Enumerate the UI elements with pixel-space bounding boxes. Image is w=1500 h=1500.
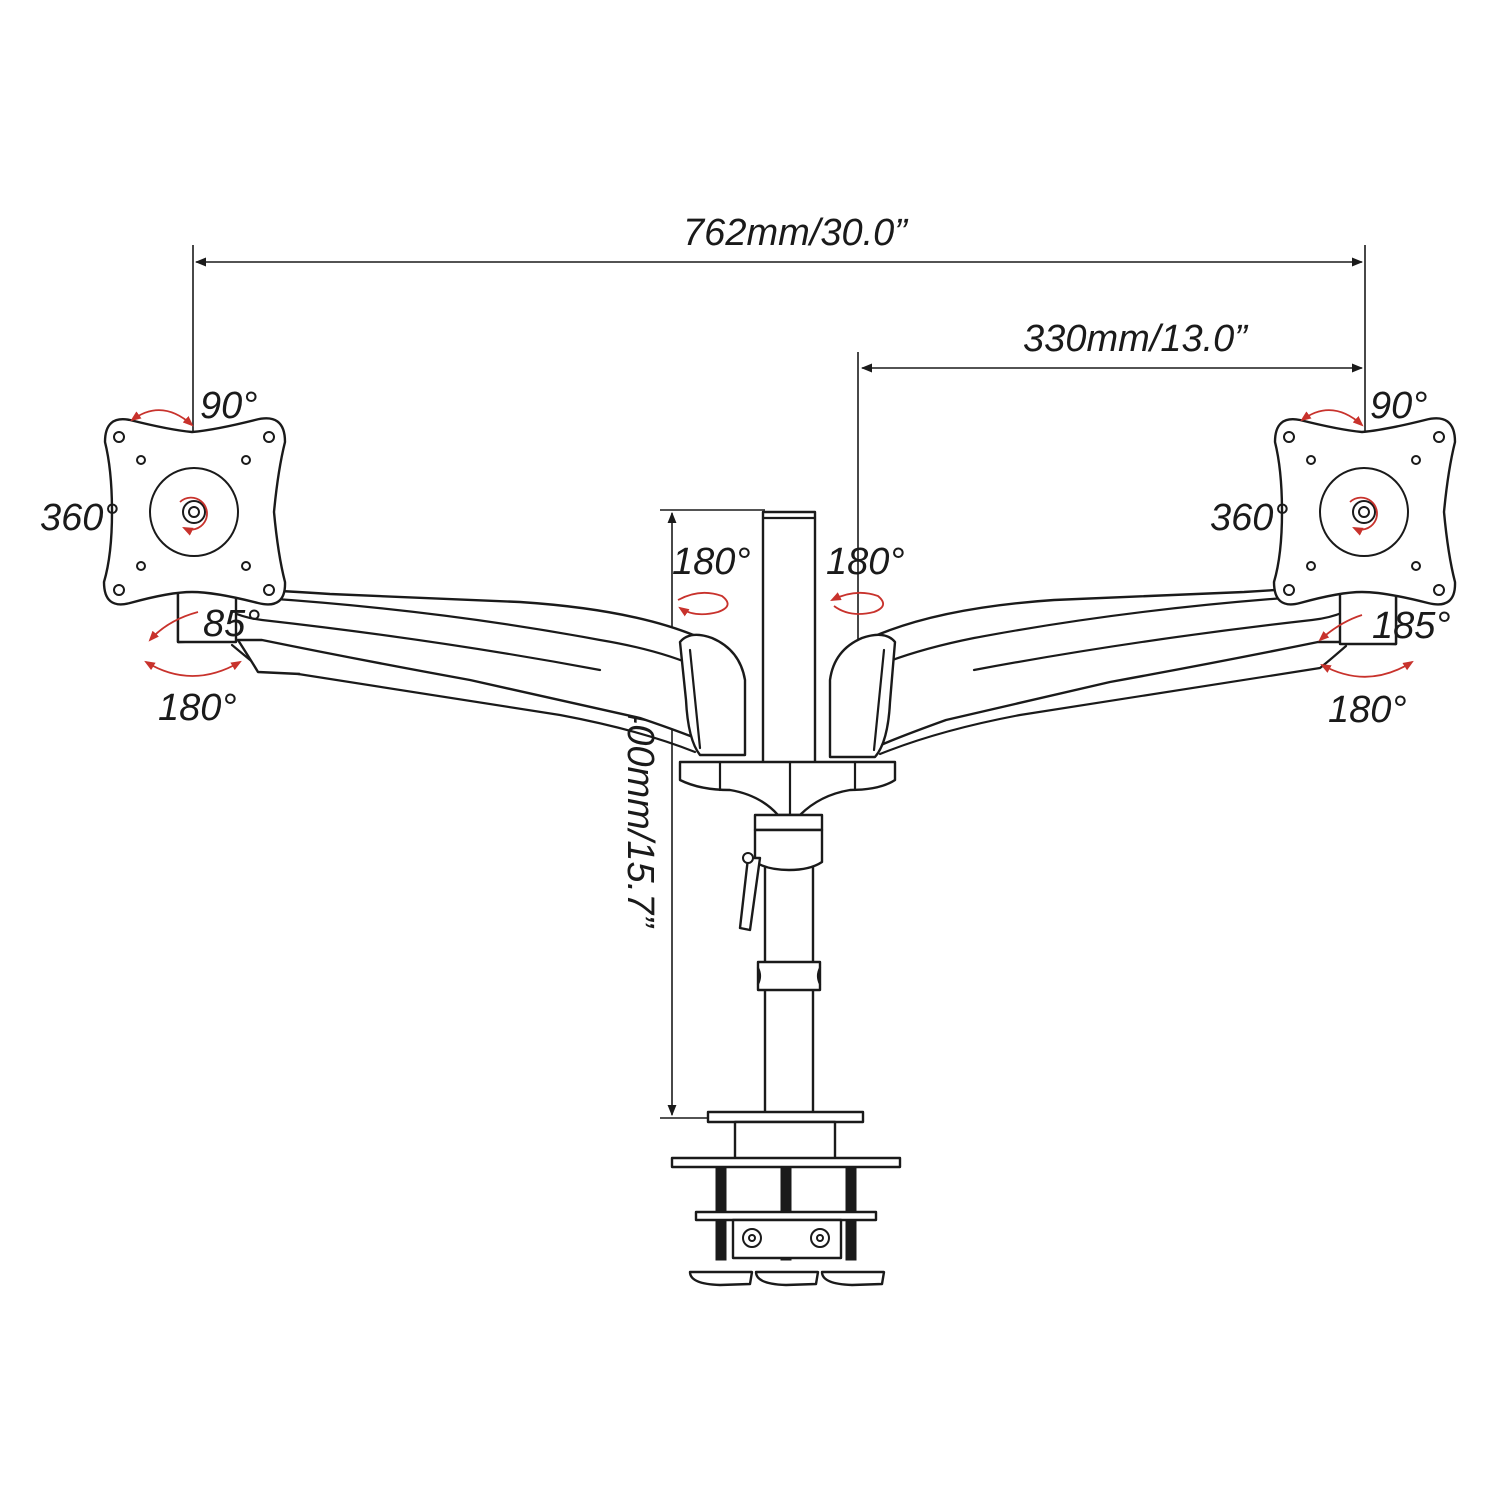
desk-clamp: [670, 1110, 902, 1287]
right-swivel-arrow: [1320, 660, 1414, 678]
rotation-arrows: [130, 409, 1414, 678]
left-bracket-label: 85°: [203, 603, 260, 645]
left-rotate-label: 360°: [40, 497, 119, 539]
arm-reach-label: 330mm/13.0”: [1023, 318, 1249, 360]
right-tilt-arrow: [1300, 409, 1364, 427]
right-bracket-label: 185°: [1372, 605, 1451, 647]
left-bracket-arrow: [148, 611, 199, 642]
right-arm-pivot-label: 180°: [826, 541, 905, 583]
left-vesa-plate: [102, 417, 287, 606]
left-pivot-arrow: [677, 591, 729, 617]
right-tilt-label: 90°: [1370, 385, 1427, 427]
left-arm-pivot-label: 180°: [672, 541, 751, 583]
right-rotate-arrow: [1349, 496, 1378, 536]
left-tilt-label: 90°: [200, 385, 257, 427]
right-bracket-arrow: [1318, 614, 1363, 642]
right-arm-knuckle: [828, 633, 897, 759]
height-collar: [756, 960, 822, 992]
pole-height-label: 400mm/15.7”: [619, 703, 661, 929]
left-swivel-arrow: [144, 660, 242, 677]
arm-hub: [678, 760, 897, 932]
dimension-total-width: 762mm/30.0”: [192, 212, 1366, 460]
dimension-pole-height: 400mm/15.7”: [619, 509, 765, 1119]
lock-lever: [738, 856, 762, 932]
left-rotate-arrow: [179, 496, 208, 536]
left-swivel-label: 180°: [158, 687, 237, 729]
right-swivel-label: 180°: [1328, 689, 1407, 731]
total-width-label: 762mm/30.0”: [683, 212, 909, 254]
right-pivot-arrow: [830, 591, 884, 615]
left-arm-knuckle: [678, 633, 747, 757]
left-tilt-arrow: [130, 409, 194, 427]
right-vesa-plate: [1272, 417, 1457, 606]
right-rotate-label: 360°: [1210, 497, 1289, 539]
right-arm: [828, 580, 1398, 759]
dimension-arm-reach: 330mm/13.0”: [857, 318, 1364, 645]
